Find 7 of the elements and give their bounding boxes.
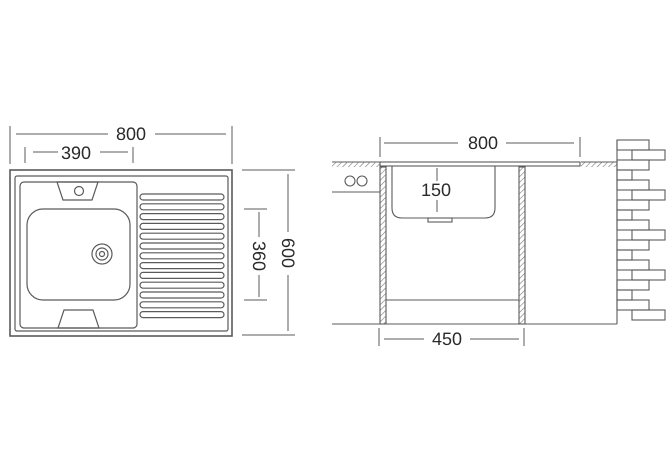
dimension-value: 600 xyxy=(279,238,297,268)
dimension-value: 800 xyxy=(468,134,498,152)
dimension-value: 800 xyxy=(116,125,146,143)
dimension-value: 390 xyxy=(60,144,92,162)
dimension-value: 450 xyxy=(432,330,462,348)
dimension-value: 360 xyxy=(250,240,268,272)
dimension-value: 150 xyxy=(420,181,452,199)
